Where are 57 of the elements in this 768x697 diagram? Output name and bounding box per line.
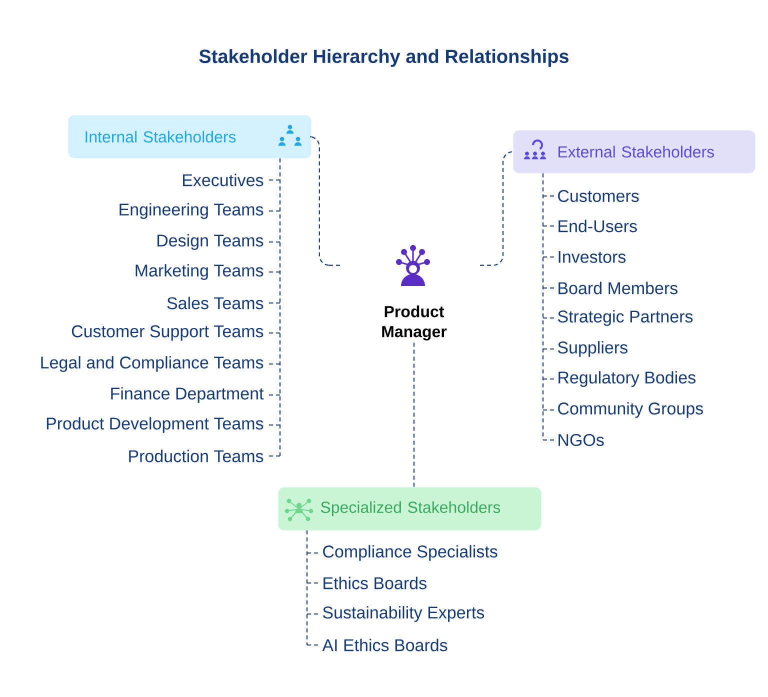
connector: [266, 424, 280, 426]
connector: [266, 241, 280, 243]
connector: [543, 287, 555, 289]
item-label: Customer Support Teams: [72, 325, 264, 341]
item-label: Regulatory Bodies: [558, 371, 696, 387]
item-label: AI Ethics Boards: [322, 638, 448, 652]
title: Stakeholder Hierarchy and Relationships: [199, 49, 569, 67]
item-label: Design Teams: [158, 234, 264, 250]
connector: [480, 151, 514, 266]
group-box: External Stakeholders: [513, 130, 756, 174]
item-label: Sales Teams: [167, 296, 264, 310]
center-label: Product Manager: [382, 306, 447, 340]
group-box: Specialized Stakeholders: [278, 487, 542, 530]
connector: [266, 210, 280, 212]
item-label: Suppliers: [558, 341, 628, 357]
item-label: Customers: [558, 190, 639, 202]
connector: [266, 363, 280, 365]
item-label: Investors: [558, 251, 626, 263]
connector: [307, 582, 320, 584]
connector: [266, 332, 280, 334]
connector: [543, 225, 555, 227]
connector: [266, 394, 280, 396]
item-label: Sustainability Experts: [322, 606, 484, 622]
connector: [266, 179, 280, 181]
connector-trunk: [306, 530, 308, 645]
connector: [266, 302, 280, 304]
connector: [308, 136, 340, 266]
item-label: Board Members: [558, 282, 678, 294]
item-label: End-Users: [558, 220, 637, 232]
connector: [543, 378, 555, 380]
connector: [543, 348, 555, 350]
item-label: Engineering Teams: [120, 203, 264, 219]
connector: [543, 317, 555, 319]
item-label: Product Development Teams: [46, 417, 264, 433]
connector: [266, 271, 280, 273]
connector: [543, 439, 555, 441]
connector: [543, 195, 555, 197]
connector: [266, 455, 280, 457]
connector: [543, 409, 555, 411]
connector: [543, 256, 555, 258]
item-label: Strategic Partners: [558, 310, 693, 326]
item-label: Compliance Specialists: [323, 545, 498, 561]
item-label: Ethics Boards: [324, 576, 426, 590]
item-label: Finance Department: [111, 387, 264, 403]
connector: [307, 644, 320, 646]
item-label: Community Groups: [558, 402, 703, 418]
connector: [307, 552, 320, 554]
item-label: Legal and Compliance Teams: [41, 356, 264, 372]
group-box: Internal Stakeholders: [68, 115, 312, 158]
item-label: Executives: [183, 174, 264, 186]
connector: [307, 613, 320, 615]
item-label: Marketing Teams: [136, 264, 264, 280]
item-label: Production Teams: [129, 450, 264, 462]
connector: [413, 342, 415, 487]
item-label: NGOs: [558, 434, 604, 446]
connector-trunk: [279, 158, 281, 456]
connector-trunk: [542, 173, 544, 440]
